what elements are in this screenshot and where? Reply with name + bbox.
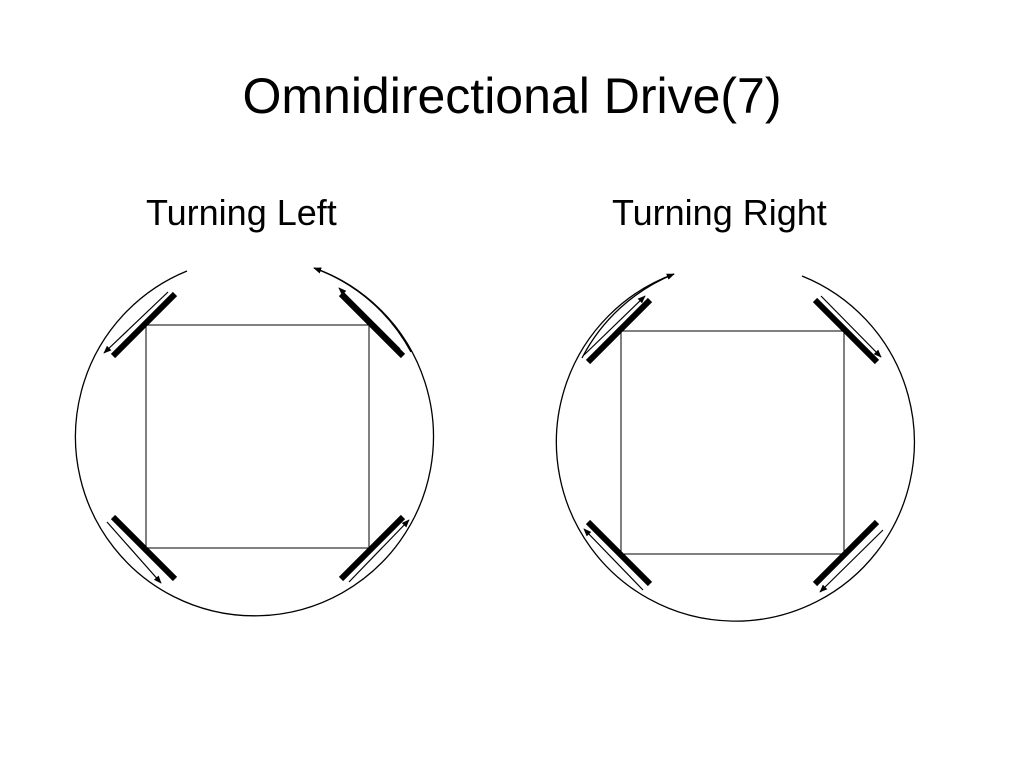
turning-left-label: Turning Left xyxy=(146,192,337,233)
wheel-top-right xyxy=(812,297,880,365)
wheel-bottom-right xyxy=(812,519,880,587)
rotation-arrow xyxy=(313,267,412,353)
robot-body-outline xyxy=(74,267,435,617)
turning-right-label: Turning Right xyxy=(612,192,827,233)
chassis-square xyxy=(620,330,845,555)
robot-body-outline xyxy=(555,273,916,622)
wheel-force-arrow xyxy=(583,295,646,356)
slide-title: Omnidirectional Drive(7) xyxy=(242,68,782,124)
turning-left-diagram xyxy=(74,267,435,617)
wheel-force-arrow xyxy=(820,295,882,358)
wheel-force-arrow xyxy=(583,528,644,591)
wheel-force-arrow xyxy=(819,529,884,593)
wheel-bottom-right xyxy=(338,514,406,582)
wheel-force-arrow xyxy=(338,287,401,350)
chassis-square xyxy=(145,324,370,549)
wheel-force-arrow xyxy=(103,291,169,354)
wheel-bottom-left xyxy=(585,519,653,587)
rotation-arrow xyxy=(581,273,675,359)
wheel-top-right xyxy=(338,291,406,359)
turning-right-diagram xyxy=(555,273,916,622)
wheel-top-left xyxy=(585,297,653,365)
wheel-bottom-left xyxy=(110,514,178,582)
wheel-force-arrow xyxy=(106,521,162,584)
wheel-top-left xyxy=(110,291,178,359)
wheel-force-arrow xyxy=(348,519,410,583)
